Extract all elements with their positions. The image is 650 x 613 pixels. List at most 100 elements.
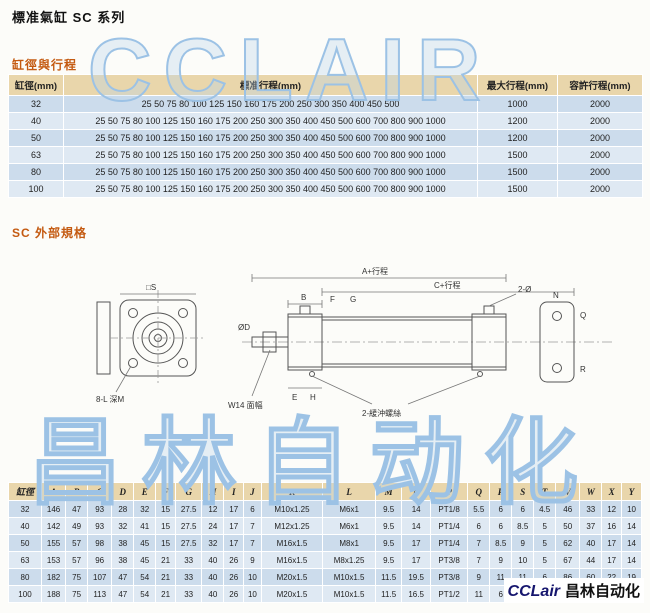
cushion-screw xyxy=(477,371,483,377)
dim-label-r: R xyxy=(580,365,586,374)
dim-cell-bore: 80 xyxy=(8,568,42,586)
dim-cell: 15 xyxy=(155,517,176,535)
dim-cell: 26 xyxy=(223,551,245,569)
dim-column-header: L xyxy=(322,482,376,501)
dim-column-header: A xyxy=(40,482,67,501)
dim-cell: 9.5 xyxy=(374,534,403,552)
dim-cell: 33 xyxy=(579,500,603,518)
dim-cell: 6 xyxy=(489,517,513,535)
dim-cell: 15 xyxy=(155,500,176,518)
dim-label-q: Q xyxy=(580,311,586,320)
dim-label-c-stroke: C+行程 xyxy=(434,280,460,290)
dim-label-f: F xyxy=(330,295,335,304)
dim-cell: 188 xyxy=(40,585,67,603)
dim-cell: 26 xyxy=(223,568,245,586)
stroke-table-cell: 1000 xyxy=(477,95,558,113)
dim-cell: 33 xyxy=(174,585,203,603)
dim-cell: 9 xyxy=(467,568,491,586)
dim-cell: 50 xyxy=(555,517,581,535)
dim-cell: 14 xyxy=(621,517,642,535)
stroke-table-cell: 80 xyxy=(8,163,64,181)
dim-label-b: B xyxy=(301,293,306,302)
dim-label-h: H xyxy=(310,393,316,402)
dim-label-bolt-holes: 8-L 深M xyxy=(96,395,124,404)
dim-column-header: N xyxy=(401,482,431,501)
stroke-table-cell: 50 xyxy=(8,129,64,147)
dim-cell: PT1/8 xyxy=(429,500,469,518)
dim-cell: 27.5 xyxy=(174,500,203,518)
dim-cell: 47 xyxy=(111,585,135,603)
stroke-table-cell: 2000 xyxy=(557,112,643,130)
dim-cell: 26 xyxy=(223,585,245,603)
dim-cell: M10x1.5 xyxy=(322,568,376,586)
dim-column-header: J xyxy=(243,482,262,501)
dim-cell: 113 xyxy=(87,585,113,603)
dim-cell: 38 xyxy=(111,534,135,552)
label-cushion-screws: 2-緩沖螺絲 xyxy=(362,408,401,418)
dim-cell: 57 xyxy=(65,551,89,569)
dim-cell: 40 xyxy=(201,585,225,603)
section-heading-external-spec: SC 外部規格 xyxy=(12,226,88,240)
brand-logo-cjk: 昌林自动化 xyxy=(564,583,640,600)
dim-cell: M6x1 xyxy=(322,500,376,518)
dim-cell-bore: 50 xyxy=(8,534,42,552)
dim-cell: 146 xyxy=(40,500,67,518)
dim-cell: 7 xyxy=(243,517,262,535)
dim-cell: 15 xyxy=(155,534,176,552)
dim-cell: 49 xyxy=(65,517,89,535)
dim-cell: 27.5 xyxy=(174,534,203,552)
dim-cell: M10x1.25 xyxy=(260,500,324,518)
dim-cell: 33 xyxy=(174,568,203,586)
dim-cell: 155 xyxy=(40,534,67,552)
dim-cell: 19.5 xyxy=(401,568,431,586)
dim-label-g: G xyxy=(350,295,356,304)
dim-cell: 5 xyxy=(533,517,557,535)
stroke-table-cell: 2000 xyxy=(557,146,643,164)
dim-cell: PT3/8 xyxy=(429,568,469,586)
stroke-table-cell: 25 50 75 80 100 125 150 160 175 200 250 … xyxy=(63,146,478,164)
label-rod-flats: W14 面幅 xyxy=(228,400,263,410)
cushion-screw xyxy=(309,371,315,377)
dim-cell: M20x1.5 xyxy=(260,568,324,586)
rear-end-view xyxy=(539,301,575,383)
stroke-table-cell: 40 xyxy=(8,112,64,130)
dim-cell: 5.5 xyxy=(467,500,491,518)
dim-cell: 11 xyxy=(467,585,491,603)
dim-column-header: S xyxy=(511,482,535,501)
flange-profile xyxy=(96,301,111,375)
dim-cell: 17 xyxy=(401,534,431,552)
dim-column-header: C xyxy=(87,482,113,501)
dim-cell: M8x1 xyxy=(322,534,376,552)
stroke-table-cell: 32 xyxy=(8,95,64,113)
dim-label-2-holes: 2-Ø xyxy=(518,285,531,294)
dim-cell: 17 xyxy=(223,500,245,518)
dim-column-header: F xyxy=(155,482,176,501)
dim-column-header: M xyxy=(374,482,403,501)
dim-cell: 21 xyxy=(155,551,176,569)
dim-cell: 40 xyxy=(579,534,603,552)
bolt-hole xyxy=(128,358,138,368)
dim-cell: 28 xyxy=(111,500,135,518)
dim-cell: 16.5 xyxy=(401,585,431,603)
dim-cell: 7 xyxy=(243,534,262,552)
dim-cell: M20x1.5 xyxy=(260,585,324,603)
dim-cell: 38 xyxy=(111,551,135,569)
dim-cell: 4.5 xyxy=(533,500,557,518)
dim-cell: 93 xyxy=(87,517,113,535)
dim-cell-bore: 40 xyxy=(8,517,42,535)
stroke-table-cell: 25 50 75 80 100 125 150 160 175 200 250 … xyxy=(63,163,478,181)
dim-cell: 16 xyxy=(601,517,623,535)
dim-cell: 54 xyxy=(133,585,157,603)
dim-cell: 14 xyxy=(401,500,431,518)
bolt-hole xyxy=(128,308,138,318)
dim-cell: 11.5 xyxy=(374,585,403,603)
dim-cell: 8.5 xyxy=(511,517,535,535)
dim-cell: 107 xyxy=(87,568,113,586)
dim-cell: PT3/8 xyxy=(429,551,469,569)
